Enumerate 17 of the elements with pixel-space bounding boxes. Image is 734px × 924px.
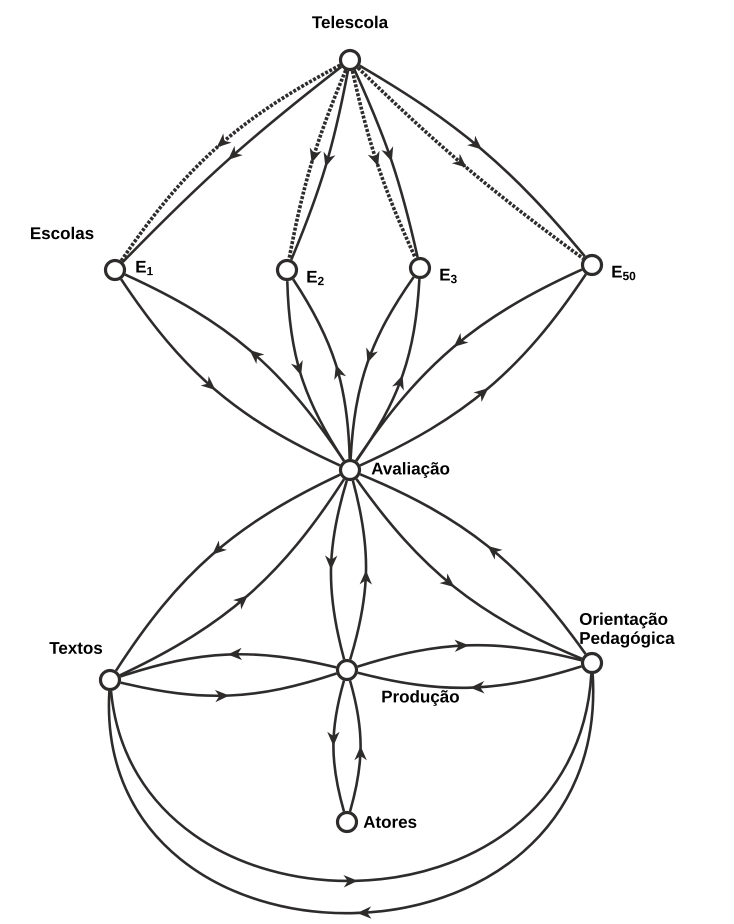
node-label: E$_{1}$ [136,260,153,276]
arrow [357,665,582,694]
node-label: Telescola [312,16,388,28]
arrow [292,278,352,459]
node-label: E$_{2}$ [307,270,324,286]
node-label: Atores [364,816,416,828]
node-label: Textos [49,642,102,654]
node-label: E$_{3}$ [440,268,457,284]
node-label: Orientação Pedagógica [580,612,675,648]
node-label: Produção [382,690,459,706]
node-label: Avaliação [372,462,450,478]
arrow [355,279,421,462]
node-label: E$_{50}$ [612,266,636,280]
arrow [357,640,582,668]
node-label: Escolas [31,226,94,240]
arrow [349,276,415,460]
arrow [286,281,345,462]
